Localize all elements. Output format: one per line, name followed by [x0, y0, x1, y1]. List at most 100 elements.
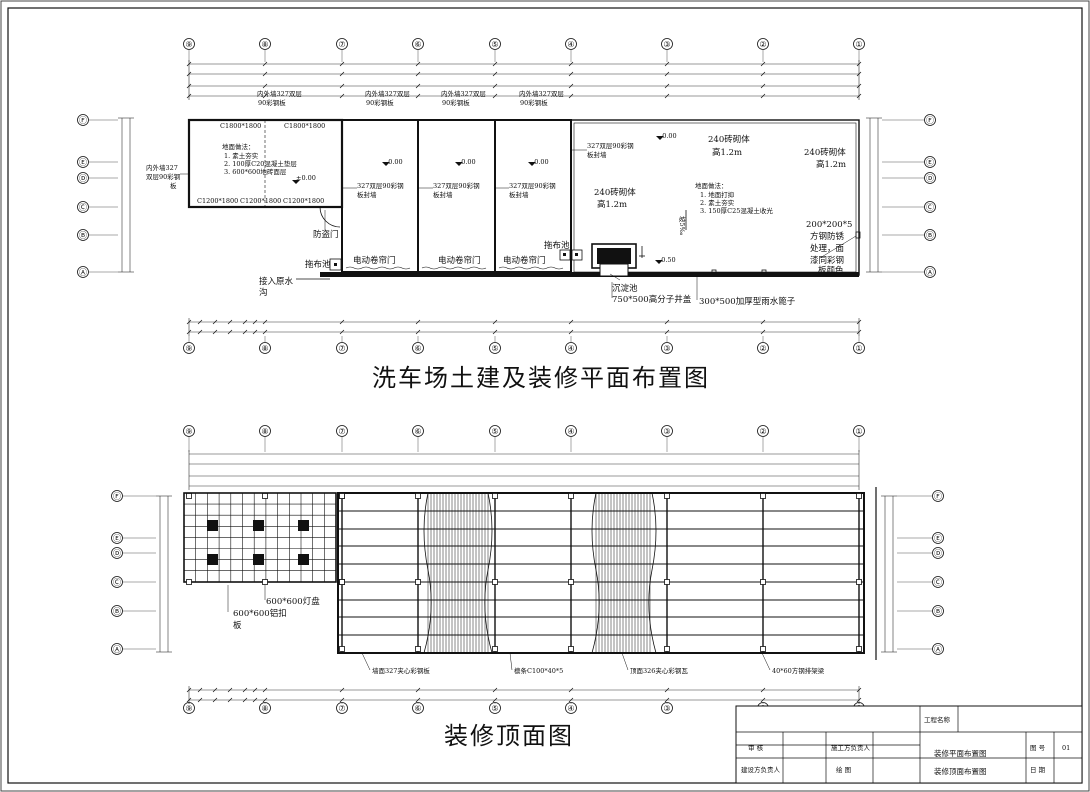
axis-bubble [412, 342, 424, 354]
axis-label: ② [759, 344, 766, 353]
column-node [568, 493, 574, 499]
axis-bottom-1: ⑧ [259, 702, 271, 714]
dim-tick [856, 71, 862, 77]
brick-wall-2-line-1: 240砖砌体 [594, 187, 636, 198]
axis-label: Ⓓ [934, 549, 942, 558]
dim-tick [492, 93, 498, 99]
lamp-panel [207, 520, 218, 531]
axis-bottom-2: ⑦ [336, 702, 348, 714]
column-node [262, 579, 268, 585]
purlin-label: 檩条C100*40*5 [514, 666, 563, 675]
axis-bubble [932, 643, 944, 655]
dim-tick [197, 687, 203, 693]
axis-bottom-2: ⑦ [336, 342, 348, 354]
axis-left-4: Ⓑ [77, 229, 89, 241]
dim-tick [568, 93, 574, 99]
dim-tick [568, 687, 574, 693]
axis-top-0: ⑨ [183, 38, 195, 50]
column-node [186, 579, 192, 585]
column-node [262, 493, 268, 499]
dim-tick [197, 329, 203, 335]
axis-bubble [924, 229, 936, 241]
axis-label: Ⓓ [926, 174, 934, 183]
axis-label: ① [855, 427, 862, 436]
axis-label: Ⓒ [934, 578, 942, 587]
axis-label: ④ [567, 704, 574, 713]
mop-pool-2-label: 拖布池 [544, 240, 570, 251]
dim-tick [212, 319, 218, 325]
axis-left-3: Ⓒ [77, 201, 89, 213]
axis-right-0: Ⓕ [932, 490, 944, 502]
axis-left-1: Ⓔ [77, 156, 89, 168]
axis-left-5: Ⓐ [77, 266, 89, 278]
dim-tick [227, 697, 233, 703]
axis-label: Ⓕ [934, 492, 942, 501]
dim-tick [252, 697, 258, 703]
axis-right-3: Ⓒ [932, 576, 944, 588]
axis-bubble [661, 38, 673, 50]
lamp-label: 600*600灯盘 [266, 596, 320, 607]
column-node [492, 579, 498, 585]
dim-tick [262, 93, 268, 99]
roof-purlins [338, 487, 877, 660]
inlet-line-2: 沟 [259, 287, 268, 298]
well-cover-label: 750*500高分子井盖 [612, 294, 692, 305]
wall-note-2-line-1: 内外墙327双层 [365, 89, 410, 98]
dim-tick [186, 93, 192, 99]
axis-label: ⑨ [185, 427, 192, 436]
floor-plan-labels: 内外墙327双层 90彩钢板 内外墙327双层 90彩钢板 内外墙327双层 9… [146, 89, 852, 307]
floor-plan-dim-ticks-top [186, 61, 862, 99]
partition-3-line-2: 板封墙 [509, 190, 529, 199]
column-node [339, 579, 345, 585]
lamp-panel [207, 554, 218, 565]
dim-tick [568, 697, 574, 703]
axis-bubble [77, 229, 89, 241]
axis-bubble [661, 425, 673, 437]
lamp-panel [253, 554, 264, 565]
dim-tick [339, 61, 345, 67]
axis-label: ⑤ [491, 344, 498, 353]
axis-top-8: ① [853, 38, 865, 50]
mop-pool-1-symbol [329, 258, 342, 271]
dim-tick [664, 61, 670, 67]
axis-top-3: ⑥ [412, 38, 424, 50]
axis-top-1: ⑧ [259, 38, 271, 50]
axis-top-7: ② [757, 425, 769, 437]
window-bottom-1: C1200*1800 [197, 197, 238, 205]
axis-label: Ⓒ [79, 203, 87, 212]
axis-label: ③ [663, 344, 670, 353]
axis-label: ③ [663, 427, 670, 436]
wall-note-1-line-2: 90彩钢板 [258, 98, 286, 107]
axis-bubble [77, 201, 89, 213]
dim-tick [664, 71, 670, 77]
roller-door-marks [345, 266, 564, 270]
room-floor-note-2: 1. 素土夯实 [224, 151, 259, 160]
axis-label: Ⓑ [926, 231, 934, 240]
slope-note: 坡5‰ [678, 216, 687, 236]
steel-post-line-3: 处理，面 [810, 243, 845, 254]
column-node [568, 646, 574, 652]
dim-tick [492, 697, 498, 703]
dim-tick [856, 329, 862, 335]
room-floor-note-4: 3. 600*600地砖面层 [224, 167, 287, 176]
sediment-pool-label: 沉淀池 [612, 283, 638, 294]
axis-bubble [565, 425, 577, 437]
axis-label: ① [855, 344, 862, 353]
bay-elevation-1: -0.00 [386, 158, 403, 166]
axis-bubble [489, 38, 501, 50]
axis-bubble [757, 38, 769, 50]
axis-bubble [932, 532, 944, 544]
sediment-pool-symbol [591, 243, 637, 277]
dim-tick [492, 687, 498, 693]
axis-bubble [259, 342, 271, 354]
roof-panel-hatch-1 [423, 492, 493, 654]
lamp-panel [298, 520, 309, 531]
axis-label: Ⓔ [113, 534, 121, 543]
sheet-no: 01 [1062, 744, 1070, 752]
mop-pool-2-symbol [559, 249, 583, 261]
axis-label: Ⓑ [79, 231, 87, 240]
dim-tick [252, 687, 258, 693]
dim-tick [212, 697, 218, 703]
drawing-name-1: 装修平面布置图 [934, 748, 987, 758]
